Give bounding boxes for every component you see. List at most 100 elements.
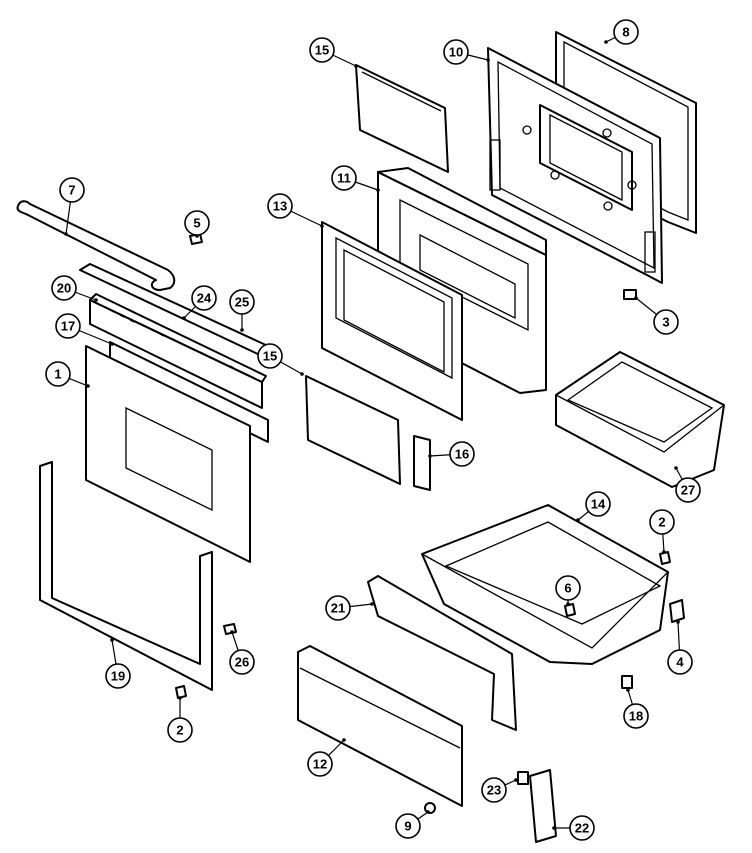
callout-number: 24 (197, 291, 212, 306)
callout-circle (481, 777, 507, 803)
callout-circle (167, 717, 193, 743)
leader-tip (64, 232, 68, 236)
callout-number: 11 (337, 171, 351, 186)
callout-circle (569, 815, 595, 841)
part-22-trim-strip (529, 769, 557, 843)
callout-11: 11 (331, 165, 357, 191)
callout-2: 2 (649, 509, 675, 535)
leader-tip (428, 454, 432, 458)
callout-10: 10 (443, 39, 469, 65)
callout-9: 9 (395, 813, 421, 839)
callout-circle (51, 275, 77, 301)
part-23-clip (517, 771, 529, 785)
callout-circle (184, 210, 210, 236)
callout-circle (105, 663, 131, 689)
leader-tip (240, 328, 244, 332)
callout-18: 18 (623, 703, 649, 729)
part-7-handle-rod (16, 200, 176, 291)
callout-circle (449, 441, 475, 467)
leader-tip (626, 688, 630, 692)
part-18-clip (621, 675, 633, 689)
callout-15: 15 (309, 37, 335, 63)
callout-number: 15 (315, 43, 329, 58)
part-20-vent-panel (79, 263, 269, 409)
part-26-screw (223, 623, 237, 635)
callout-3: 3 (653, 309, 679, 335)
callout-circle (585, 491, 611, 517)
part-2-screw-left (175, 685, 187, 699)
callout-number: 23 (487, 783, 501, 798)
leader-tip (320, 224, 324, 228)
callout-circle (267, 193, 293, 219)
callout-13: 13 (267, 193, 293, 219)
callout-1: 1 (45, 361, 71, 387)
callout-4: 4 (667, 649, 693, 675)
callout-circle (59, 177, 85, 203)
callout-22: 22 (569, 815, 595, 841)
callout-number: 22 (575, 821, 589, 836)
callout-27: 27 (675, 477, 701, 503)
leader-tip (230, 630, 234, 634)
callout-number: 17 (61, 319, 75, 334)
callout-number: 27 (681, 483, 695, 498)
callout-circle (443, 39, 469, 65)
callout-number: 3 (662, 315, 669, 330)
part-14-drawer (421, 504, 669, 665)
callout-circle (667, 649, 693, 675)
callout-number: 7 (68, 183, 75, 198)
callout-12: 12 (307, 751, 333, 777)
callout-25: 25 (229, 289, 255, 315)
callout-circle (191, 285, 217, 311)
leader-tip (514, 778, 518, 782)
leader-tip (182, 316, 186, 320)
callout-number: 15 (263, 349, 277, 364)
part-19-frame (39, 461, 213, 691)
part-12-drawer-front (297, 645, 463, 807)
leader-tip (674, 466, 678, 470)
callout-number: 16 (455, 447, 469, 462)
callout-8: 8 (613, 19, 639, 45)
callout-26: 26 (229, 649, 255, 675)
callout-5: 5 (184, 210, 210, 236)
callout-24: 24 (191, 285, 217, 311)
callout-circle (229, 649, 255, 675)
callout-2: 2 (167, 717, 193, 743)
leader-tip (634, 296, 638, 300)
callout-number: 12 (313, 757, 327, 772)
part-3-clip (623, 289, 637, 300)
part-6-screw (564, 603, 576, 617)
callout-circle (307, 751, 333, 777)
part-27-drawer-tub (555, 351, 725, 488)
leader-tip (110, 342, 114, 346)
callout-21: 21 (325, 595, 351, 621)
leader-tip (426, 810, 430, 814)
callout-number: 10 (449, 45, 463, 60)
callout-circle (653, 309, 679, 335)
part-21-drawer-bracket (367, 575, 517, 731)
callout-number: 4 (676, 655, 684, 670)
callout-number: 20 (57, 281, 71, 296)
callout-circle (325, 595, 351, 621)
callout-number: 1 (54, 367, 61, 382)
leader-tip (370, 602, 374, 606)
callout-number: 2 (176, 723, 183, 738)
part-13-door-frame (321, 221, 463, 421)
leader-tip (354, 64, 358, 68)
callout-circle (45, 361, 71, 387)
callout-number: 14 (591, 497, 606, 512)
callout-number: 21 (331, 601, 345, 616)
callout-16: 16 (449, 441, 475, 467)
part-15-lower-glass (305, 375, 401, 485)
leader-tip (566, 602, 570, 606)
leader-tip (94, 298, 98, 302)
callout-circle (309, 37, 335, 63)
part-2-screw-right (659, 551, 671, 565)
callout-number: 18 (629, 709, 643, 724)
callout-number: 25 (235, 295, 249, 310)
leader-tip (576, 518, 580, 522)
part-16-bracket (413, 435, 431, 491)
callout-number: 26 (235, 655, 249, 670)
callout-circle (331, 165, 357, 191)
